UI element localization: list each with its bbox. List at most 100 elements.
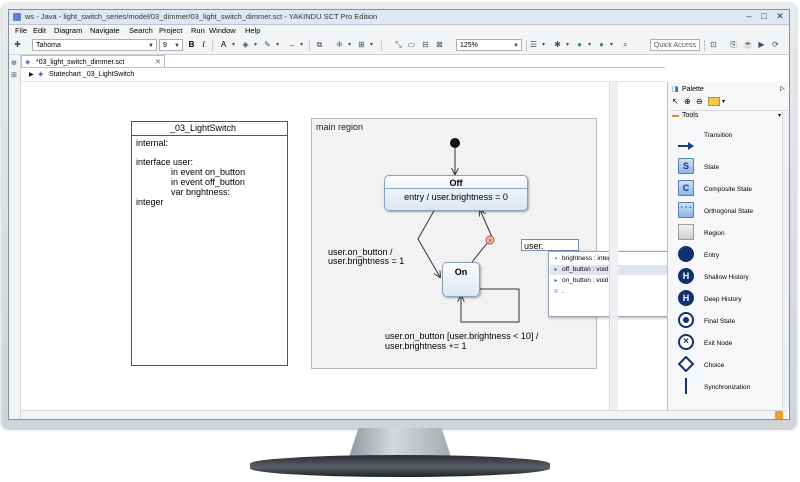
bold-button[interactable]: B bbox=[188, 40, 195, 49]
error-marker-icon[interactable] bbox=[485, 235, 495, 245]
editor-tab[interactable]: ◈ *03_light_switch_dimmer.sct ✕ bbox=[21, 55, 165, 68]
simulation-perspective-icon[interactable]: ▶ bbox=[758, 40, 765, 49]
statechart-definition-box[interactable]: _03_LightSwitch internal: interface user… bbox=[131, 121, 288, 366]
state-off[interactable]: Off entry / user.brightness = 0 bbox=[384, 175, 528, 211]
tool-entry[interactable]: Entry bbox=[676, 244, 788, 264]
tool-synchronization[interactable]: Synchronization bbox=[676, 376, 788, 396]
definition-line[interactable]: integer bbox=[136, 197, 164, 207]
tool-composite-state[interactable]: C Composite State bbox=[676, 178, 788, 198]
transition-label-line[interactable]: user.on_button [user.brightness < 10] / bbox=[385, 331, 539, 341]
menu-edit[interactable]: Edit bbox=[33, 26, 46, 35]
tool-region[interactable]: Region bbox=[676, 222, 788, 242]
chevron-down-icon[interactable]: ▾ bbox=[587, 42, 591, 48]
tool-state[interactable]: S State bbox=[676, 156, 788, 176]
font-size-combo[interactable]: 9▼ bbox=[159, 39, 183, 51]
search-icon[interactable]: ⌕ bbox=[623, 40, 628, 49]
select-icon[interactable]: ↖ bbox=[672, 97, 679, 106]
tool-deep-history[interactable]: H Deep History bbox=[676, 288, 788, 308]
chevron-down-icon[interactable]: ▾ bbox=[347, 42, 351, 48]
chevron-right-icon[interactable]: ▷ bbox=[780, 86, 785, 92]
tool-choice[interactable]: Choice bbox=[676, 354, 788, 374]
zoom-combo[interactable]: 125%▼ bbox=[456, 39, 522, 51]
chevron-down-icon[interactable]: ▾ bbox=[609, 42, 613, 48]
chevron-down-icon[interactable]: ▾ bbox=[722, 99, 726, 105]
quick-access-field[interactable]: Quick Access bbox=[650, 39, 700, 51]
menu-navigate[interactable]: Navigate bbox=[90, 26, 120, 35]
definition-line[interactable]: in event off_button bbox=[136, 177, 245, 187]
definition-line[interactable]: in event on_button bbox=[136, 167, 246, 177]
menu-project[interactable]: Project bbox=[159, 26, 183, 35]
chevron-down-icon[interactable]: ▾ bbox=[541, 42, 545, 48]
chevron-down-icon[interactable]: ▾ bbox=[565, 42, 569, 48]
font-combo[interactable]: Tahoma▼ bbox=[32, 39, 157, 51]
transition-label-line[interactable]: user.brightness += 1 bbox=[385, 341, 467, 351]
arrange-icon[interactable]: ⧉ bbox=[316, 40, 323, 49]
team-perspective-icon[interactable]: ⟳ bbox=[772, 40, 779, 49]
package-explorer-icon[interactable]: ⊞ bbox=[11, 72, 17, 79]
chevron-right-icon[interactable]: ▶ bbox=[29, 72, 34, 78]
tool-final-state[interactable]: Final State bbox=[676, 310, 788, 330]
zoom-out-icon[interactable]: ⊖ bbox=[696, 97, 703, 106]
external-tools-icon[interactable]: ● bbox=[599, 40, 604, 49]
self-transition-on[interactable] bbox=[461, 288, 520, 323]
tool-orthogonal-state[interactable]: ‑ ‑ ‑ Orthogonal State bbox=[676, 200, 788, 220]
tools-drawer-header[interactable]: ▬ Tools ▾ bbox=[670, 110, 788, 121]
line-color-icon[interactable]: ✎ bbox=[264, 40, 271, 49]
transition-label-line[interactable]: user.on_button / bbox=[328, 247, 393, 257]
fill-color-icon[interactable]: ◈ bbox=[242, 40, 249, 49]
minimize-button[interactable]: – bbox=[746, 11, 752, 21]
chevron-down-icon[interactable]: ▾ bbox=[299, 42, 303, 48]
modeling-perspective-icon[interactable]: ⎘ bbox=[730, 40, 737, 49]
close-button[interactable]: ✕ bbox=[776, 11, 784, 21]
chevron-down-icon[interactable]: ▾ bbox=[369, 42, 373, 48]
statechart-name[interactable]: _03_LightSwitch bbox=[170, 123, 237, 133]
vertical-scrollbar[interactable] bbox=[609, 82, 618, 410]
definition-line[interactable]: var brightness: bbox=[136, 187, 231, 197]
region-name[interactable]: main region bbox=[316, 122, 364, 132]
close-tab-icon[interactable]: ✕ bbox=[155, 59, 161, 66]
chevron-down-icon[interactable]: ▾ bbox=[231, 42, 235, 48]
chevron-down-icon[interactable]: ▾ bbox=[275, 42, 279, 48]
italic-button[interactable]: I bbox=[202, 40, 205, 49]
menu-window[interactable]: Window bbox=[209, 26, 236, 35]
font-color-button[interactable]: A bbox=[220, 40, 227, 49]
breadcrumb-label[interactable]: Statechart _03_LightSwitch bbox=[49, 71, 135, 78]
menu-search[interactable]: Search bbox=[129, 26, 153, 35]
definition-line[interactable]: interface user: bbox=[136, 157, 194, 167]
note-icon[interactable] bbox=[708, 97, 720, 106]
tool-transition[interactable]: Transition bbox=[676, 132, 788, 154]
chevron-down-icon[interactable]: ▾ bbox=[253, 42, 257, 48]
select-all-icon[interactable]: ⁜ bbox=[336, 40, 343, 49]
assist-item[interactable]: ▸ on_button : void bbox=[550, 276, 678, 286]
new-icon[interactable]: ✚ bbox=[14, 40, 21, 49]
debug-icon[interactable]: ✱ bbox=[554, 40, 561, 49]
restore-icon[interactable]: ⊕ bbox=[11, 60, 17, 67]
layers-icon[interactable]: ☰ bbox=[529, 40, 538, 49]
transition-label-line[interactable]: user.brightness = 1 bbox=[328, 256, 405, 266]
line-style-icon[interactable]: → bbox=[287, 40, 296, 49]
menu-run[interactable]: Run bbox=[191, 26, 205, 35]
state-on[interactable]: On bbox=[442, 262, 480, 297]
transition-edit-field[interactable]: user. bbox=[521, 239, 579, 251]
definition-line[interactable]: internal: bbox=[136, 138, 169, 148]
assist-item[interactable]: ≡ . bbox=[550, 287, 678, 297]
assist-item[interactable]: ▪ brightness : integer bbox=[550, 254, 678, 264]
menu-help[interactable]: Help bbox=[245, 26, 261, 35]
rss-icon[interactable] bbox=[775, 411, 783, 419]
transition-off-to-on[interactable] bbox=[417, 208, 440, 277]
grid-icon[interactable]: ⊟ bbox=[422, 40, 429, 49]
run-icon[interactable]: ● bbox=[577, 40, 582, 49]
tool-exit-node[interactable]: × Exit Node bbox=[676, 332, 788, 352]
align-icon[interactable]: ⊞ bbox=[358, 40, 365, 49]
entry-point[interactable] bbox=[450, 138, 460, 148]
menu-file[interactable]: File bbox=[15, 26, 28, 35]
zoom-in-icon[interactable]: ⊕ bbox=[684, 97, 691, 106]
tool-shallow-history[interactable]: H Shallow History bbox=[676, 266, 788, 286]
palette-scrollbar[interactable] bbox=[782, 112, 789, 408]
size-icon[interactable]: ▭ bbox=[407, 40, 416, 49]
format-icon[interactable]: ⊠ bbox=[436, 40, 443, 49]
menu-diagram[interactable]: Diagram bbox=[54, 26, 83, 35]
open-perspective-icon[interactable]: ⊡ bbox=[710, 40, 717, 49]
diagram-canvas[interactable]: _03_LightSwitch internal: interface user… bbox=[21, 82, 681, 410]
snap-icon[interactable]: ⤡ bbox=[395, 40, 402, 49]
